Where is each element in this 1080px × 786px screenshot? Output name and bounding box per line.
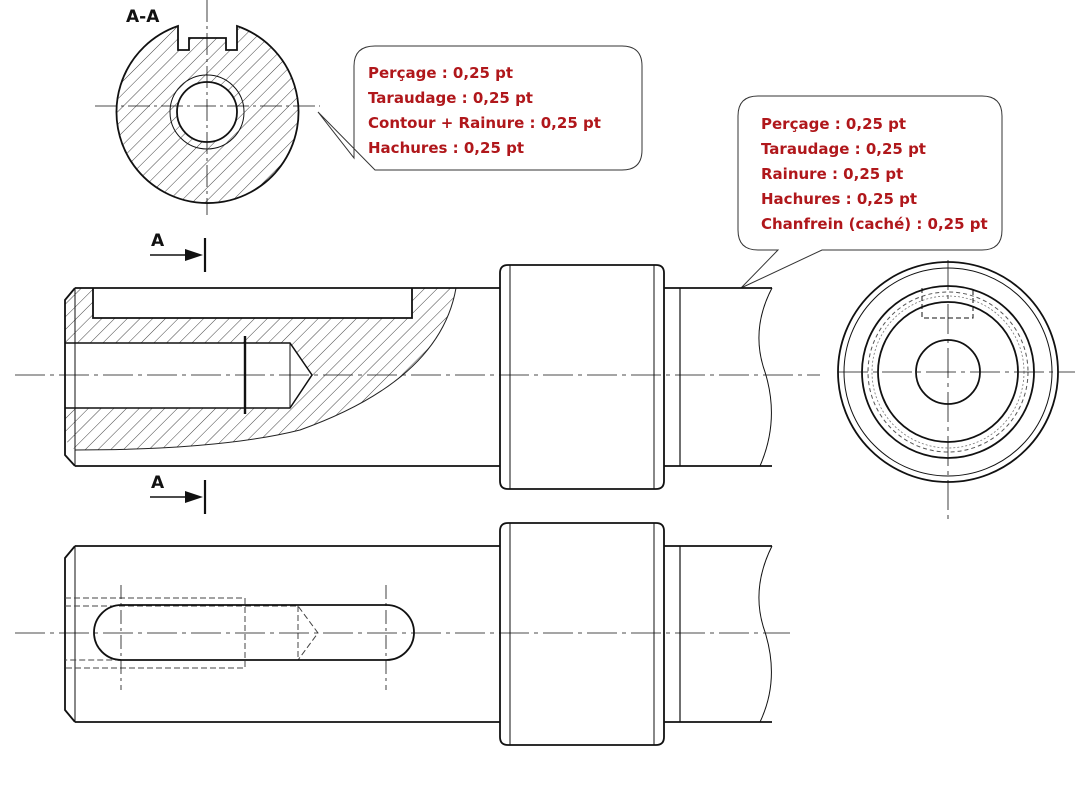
callout-left: Perçage : 0,25 pt Taraudage : 0,25 pt Co…	[317, 45, 643, 171]
callout-right-line-1: Perçage : 0,25 pt	[761, 115, 906, 133]
callout-left-line-4: Hachures : 0,25 pt	[368, 139, 524, 157]
arrow-label-top: A	[151, 231, 165, 251]
section-view-a-a: A-A	[95, 0, 320, 215]
callout-left-line-3: Contour + Rainure : 0,25 pt	[368, 114, 601, 132]
top-view-shaft	[15, 522, 790, 746]
arrow-label-bottom: A	[151, 473, 165, 493]
callout-right-line-4: Hachures : 0,25 pt	[761, 190, 917, 208]
callout-right-line-2: Taraudage : 0,25 pt	[761, 140, 926, 158]
callout-right: Perçage : 0,25 pt Taraudage : 0,25 pt Ra…	[737, 95, 1003, 289]
callout-left-line-2: Taraudage : 0,25 pt	[368, 89, 533, 107]
callout-right-line-3: Rainure : 0,25 pt	[761, 165, 903, 183]
callout-right-line-5: Chanfrein (caché) : 0,25 pt	[761, 215, 988, 233]
cutting-plane-a: A A	[150, 231, 207, 514]
section-label: A-A	[126, 7, 160, 27]
front-view-shaft	[15, 264, 820, 490]
callout-left-line-1: Perçage : 0,25 pt	[368, 64, 513, 82]
side-view-shaft	[837, 260, 1075, 520]
